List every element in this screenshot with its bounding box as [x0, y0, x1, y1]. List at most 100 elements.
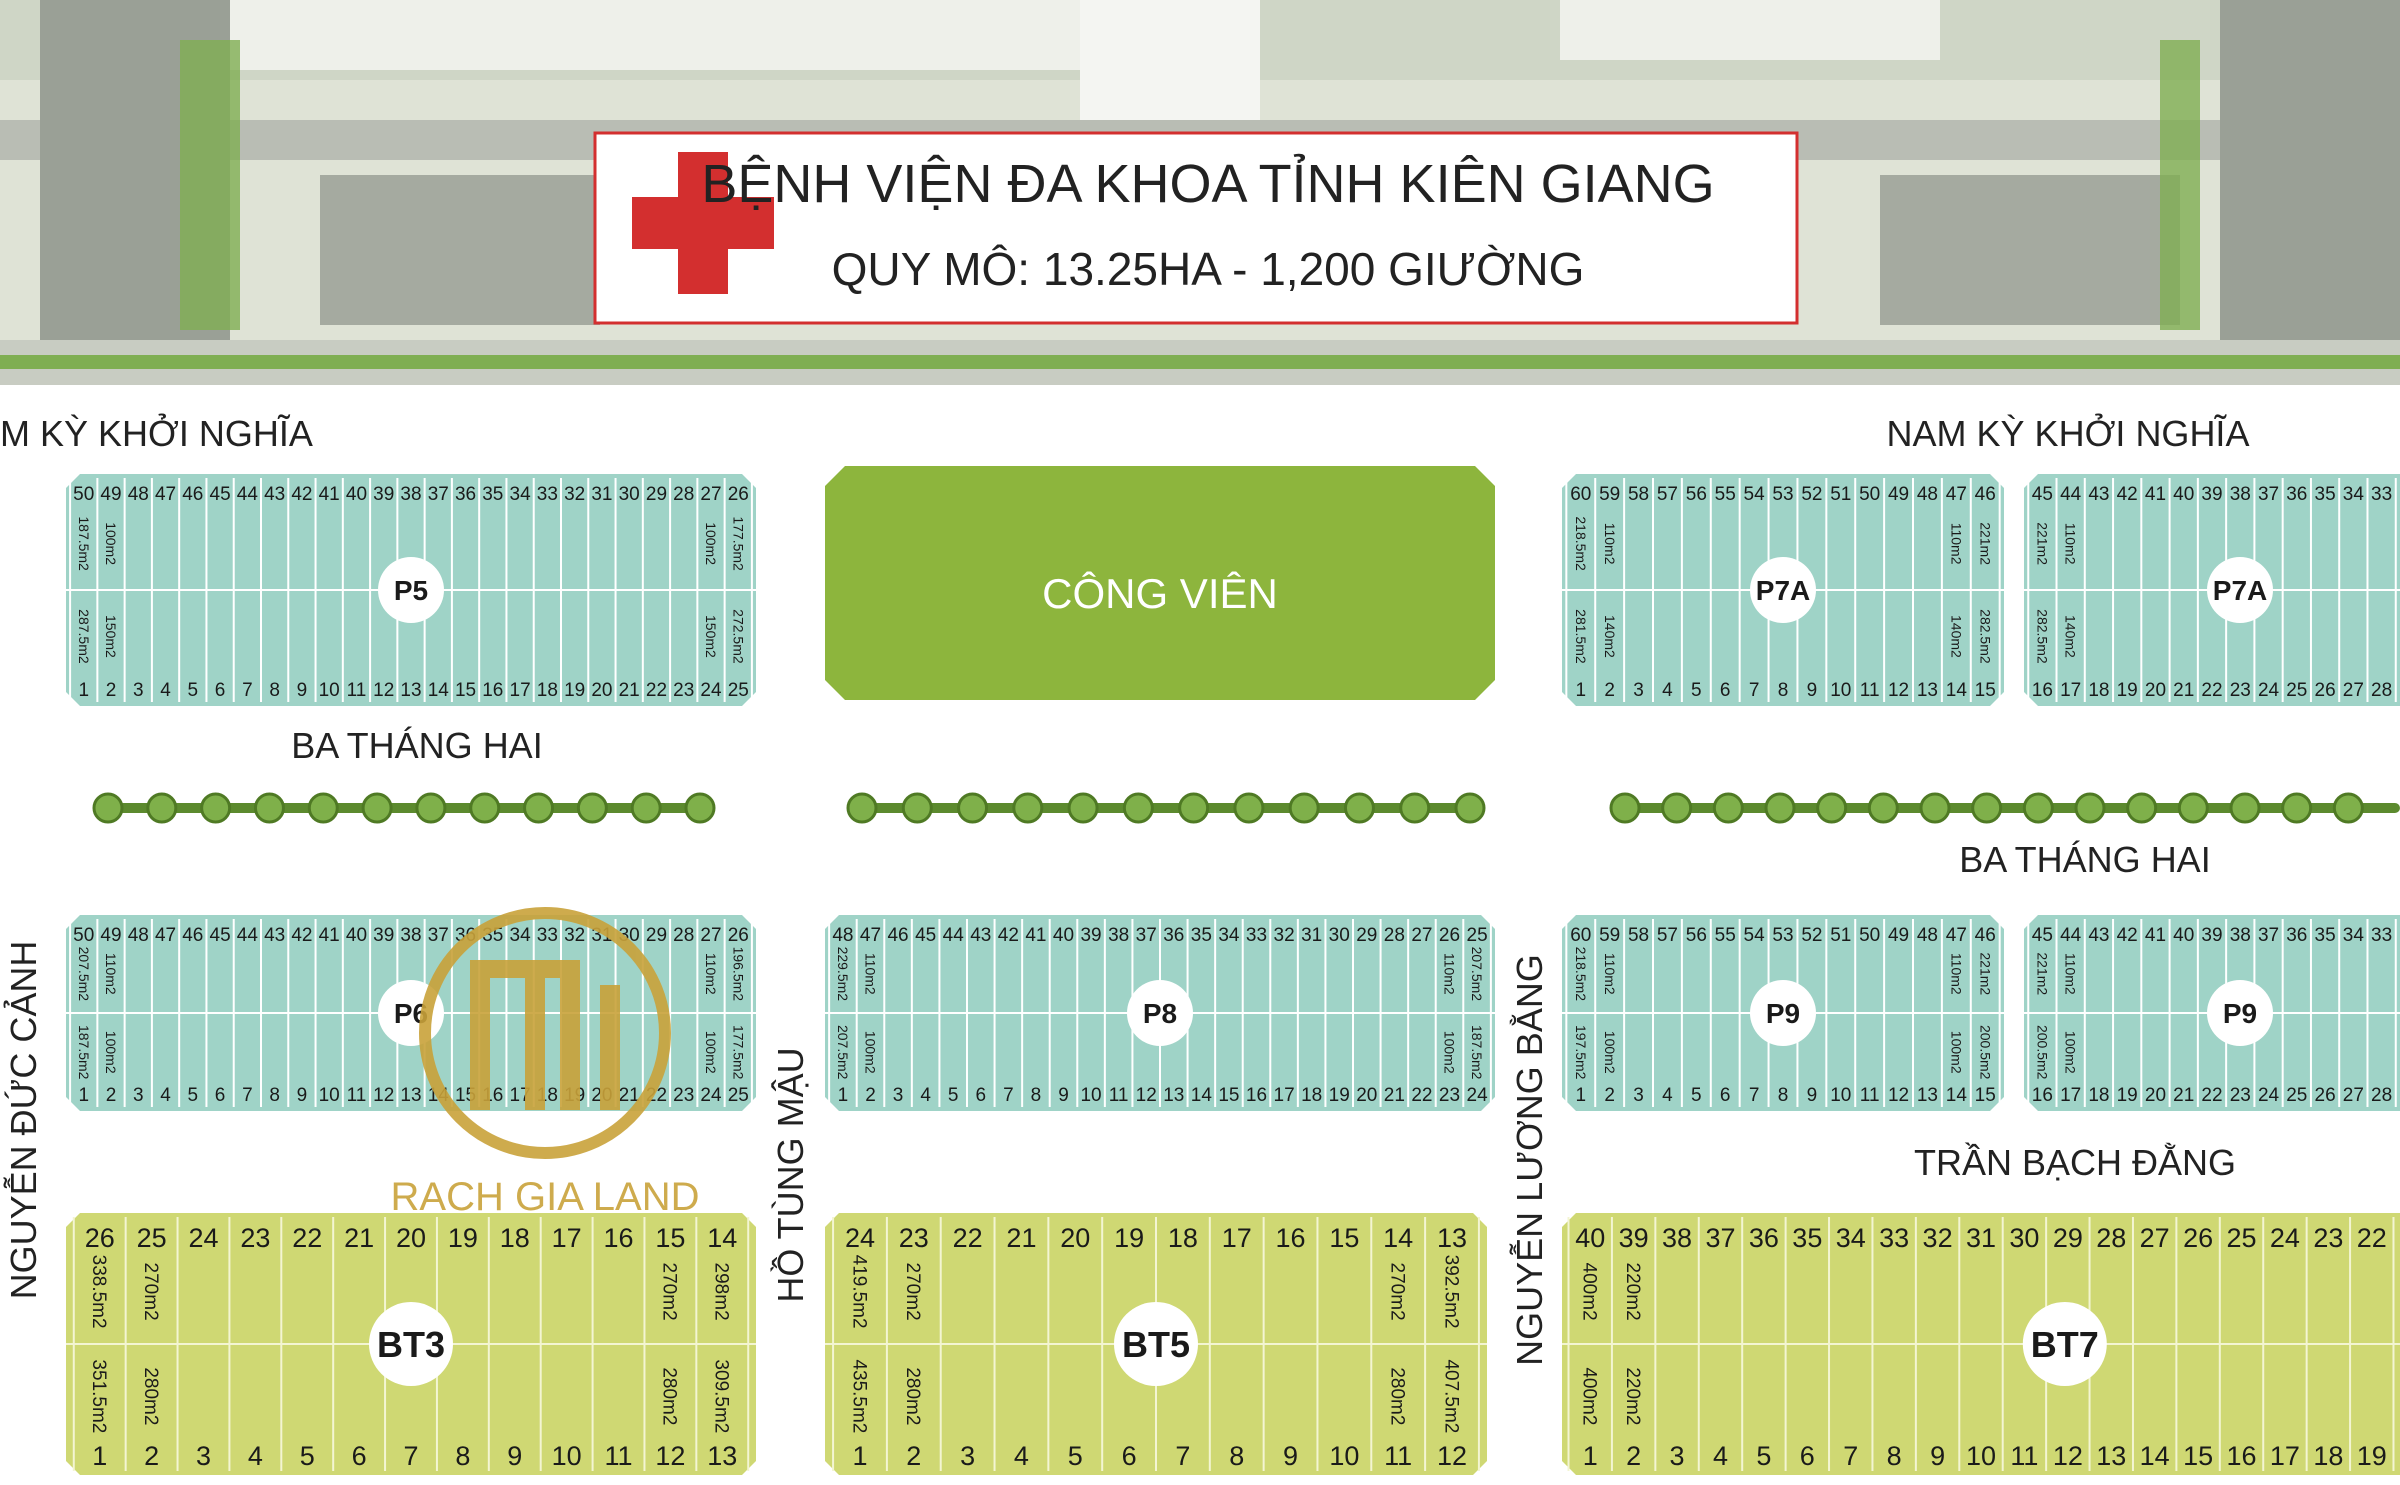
- tree-icon: [1971, 792, 2003, 824]
- tree-icon: [1764, 792, 1796, 824]
- plot-number: 21: [1006, 1223, 1036, 1253]
- plot-number: 4: [1014, 1441, 1029, 1471]
- plot-number: 24: [2270, 1223, 2300, 1253]
- plot-number: 1: [1575, 1085, 1586, 1106]
- plot-number: 38: [400, 925, 421, 946]
- plot-number: 49: [100, 484, 121, 505]
- plot-number: 5: [1068, 1441, 1083, 1471]
- plot-area: 100m2: [103, 1031, 119, 1074]
- plot-number: 26: [2315, 680, 2336, 701]
- plot-area: 100m2: [703, 522, 719, 565]
- hospital-campus: [0, 0, 2400, 385]
- corner-plot-area: 200.5m2: [2034, 1025, 2050, 1080]
- plot-number: 12: [373, 680, 394, 701]
- corner-plot-area: 197.5m2: [1573, 1025, 1589, 1080]
- street-tran-bach-dang: TRẦN BẠCH ĐẰNG: [1914, 1142, 2236, 1183]
- plot-number: 21: [2173, 1085, 2194, 1106]
- plot-number: 32: [1923, 1223, 1953, 1253]
- plot-number: 9: [1930, 1441, 1945, 1471]
- plot-number: 10: [1830, 1085, 1851, 1106]
- plot-number: 38: [400, 484, 421, 505]
- plot-number: 20: [1356, 1085, 1377, 1106]
- block-label: BT5: [1122, 1324, 1190, 1365]
- plot-number: 11: [347, 680, 367, 701]
- plot-area: 110m2: [2063, 523, 2079, 565]
- block-badge: [2022, 1302, 2107, 1386]
- plot-area: 280m2: [140, 1367, 161, 1425]
- plot-number: 12: [373, 1085, 394, 1106]
- plot-number: 2: [1604, 1085, 1615, 1106]
- plot-number: 19: [448, 1223, 478, 1253]
- plot-number: 50: [1859, 925, 1880, 946]
- tree-icon: [146, 792, 178, 824]
- plot-number: 22: [1411, 1085, 1432, 1106]
- corner-plot-area: 419.5m2: [848, 1255, 869, 1329]
- plot-number: 2: [106, 680, 117, 701]
- plot-number: 20: [2145, 1085, 2166, 1106]
- plot-number: 60: [1570, 484, 1591, 505]
- plot-number: 38: [2230, 484, 2251, 505]
- corner-plot-area: 221m2: [2034, 522, 2050, 565]
- plot-area: 110m2: [1948, 523, 1964, 565]
- plot-number: 56: [1686, 484, 1707, 505]
- plot-number: 41: [2145, 925, 2166, 946]
- plot-number: 16: [2226, 1441, 2256, 1471]
- corner-plot-area: 221m2: [2034, 952, 2050, 995]
- tree-icon: [1067, 792, 1099, 824]
- plot-area: 280m2: [659, 1367, 680, 1425]
- street-ba-thang-hai-top: BA THÁNG HAI: [291, 725, 542, 766]
- plot-number: 22: [646, 680, 667, 701]
- plot-number: 18: [2088, 680, 2109, 701]
- plot-number: 42: [2117, 484, 2138, 505]
- brand-logo-ring: [419, 907, 671, 1159]
- plot-number: 25: [2226, 1223, 2256, 1253]
- plot-number: 34: [1836, 1223, 1866, 1253]
- plot-number: 3: [1633, 680, 1644, 701]
- plot-number: 37: [1705, 1223, 1735, 1253]
- plot-number: 23: [1439, 1085, 1460, 1106]
- corner-plot-area: 282.5m2: [1977, 609, 1993, 664]
- corner-plot-area: 187.5m2: [76, 516, 92, 571]
- red-cross-icon: [632, 152, 774, 294]
- plot-number: 46: [1975, 925, 1996, 946]
- plot-number: 60: [1570, 925, 1591, 946]
- plot-number: 8: [1778, 1085, 1789, 1106]
- plot-number: 4: [1662, 680, 1673, 701]
- plot-number: 17: [2270, 1441, 2300, 1471]
- plot-number: 21: [619, 1085, 640, 1106]
- plot-number: 7: [1749, 1085, 1760, 1106]
- corner-plot-area: 229.5m2: [835, 947, 851, 1002]
- plot-number: 11: [605, 1441, 633, 1471]
- plot-number: 14: [1946, 680, 1968, 701]
- plot-number: 45: [2032, 925, 2053, 946]
- plot-number: 29: [646, 925, 667, 946]
- plot-number: 39: [2201, 484, 2222, 505]
- tree-icon: [576, 792, 608, 824]
- plot-number: 37: [1136, 925, 1157, 946]
- plot-number: 1: [78, 680, 89, 701]
- plot-number: 24: [188, 1223, 218, 1253]
- hospital-scale: QUY MÔ: 13.25HA - 1,200 GIƯỜNG: [832, 243, 1585, 295]
- plot-number: 33: [1879, 1223, 1909, 1253]
- plot-number: 14: [1191, 1085, 1213, 1106]
- corner-plot-area: 187.5m2: [1469, 1025, 1485, 1080]
- plot-number: 25: [2286, 1085, 2307, 1106]
- plot-number: 7: [1749, 680, 1760, 701]
- plot-number: 58: [1628, 925, 1649, 946]
- plot-number: 15: [1975, 680, 1996, 701]
- street-nam-ky-khoi-nghia-left: M KỲ KHỞI NGHĨA: [0, 412, 313, 454]
- plot-number: 17: [2060, 1085, 2081, 1106]
- plot-number: 44: [2060, 925, 2082, 946]
- plot-number: 50: [73, 925, 94, 946]
- plot-number: 50: [1859, 484, 1880, 505]
- plot-number: 35: [1191, 925, 1212, 946]
- plot-number: 35: [1792, 1223, 1822, 1253]
- plot-number: 12: [1888, 680, 1909, 701]
- plot-number: 5: [1756, 1441, 1771, 1471]
- plot-area: 150m2: [103, 615, 119, 658]
- plot-number: 10: [319, 680, 340, 701]
- plot-number: 36: [2286, 925, 2307, 946]
- plot-number: 52: [1801, 925, 1822, 946]
- plot-number: 44: [2060, 484, 2082, 505]
- corner-plot-area: 282.5m2: [2034, 609, 2050, 664]
